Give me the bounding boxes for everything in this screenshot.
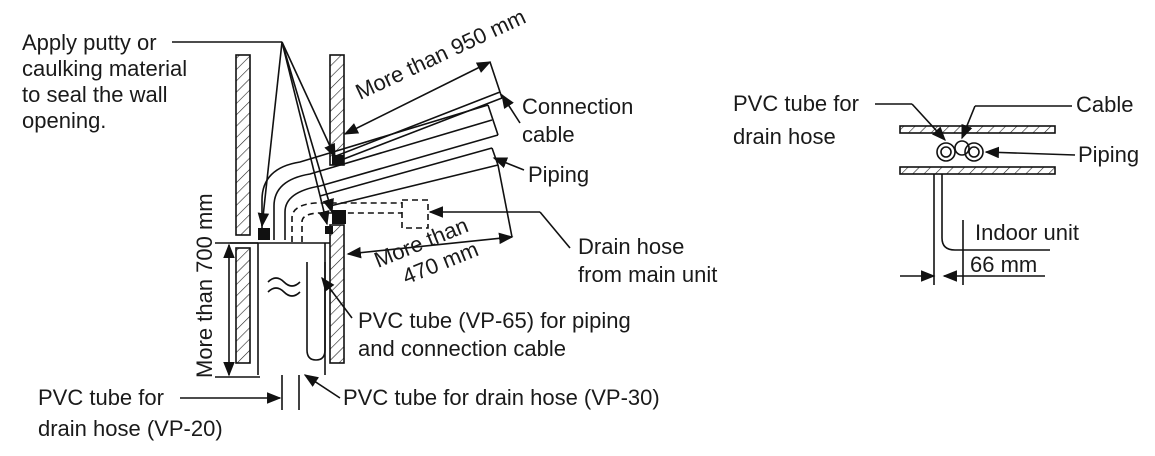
right-diagram bbox=[875, 103, 1076, 285]
pvc-tube-vp65 bbox=[230, 242, 330, 375]
indoor-unit-label: Indoor unit bbox=[975, 220, 1079, 245]
dim-700-label: More than 700 mm bbox=[192, 193, 217, 378]
pvc-vp20-label: PVC tube for drain hose (VP-20) bbox=[38, 385, 223, 441]
tube-cross-section bbox=[936, 140, 984, 162]
label-leaders bbox=[180, 93, 571, 404]
putty-blocks bbox=[258, 155, 346, 240]
dim-470 bbox=[346, 164, 514, 259]
indoor-unit bbox=[933, 174, 1050, 285]
pvc-vp65-label: PVC tube (VP-65) for piping and connecti… bbox=[358, 308, 637, 361]
drain-hose-dashed bbox=[291, 199, 429, 242]
wall-top bbox=[899, 125, 1056, 134]
putty-label: Apply putty or caulking material to seal… bbox=[22, 30, 193, 133]
dim-470-label: More than 470 mm bbox=[371, 210, 488, 297]
pvc-vp30-label: PVC tube for drain hose (VP-30) bbox=[343, 385, 660, 410]
piping-label-right: Piping bbox=[1078, 142, 1139, 167]
piping-label: Piping bbox=[528, 162, 589, 187]
wall-left bbox=[235, 54, 251, 364]
wall-right bbox=[329, 54, 345, 364]
cable-label: Cable bbox=[1076, 92, 1133, 117]
putty-leaders bbox=[172, 41, 336, 228]
dim-950-label: More than 950 mm bbox=[352, 4, 530, 105]
left-diagram bbox=[172, 41, 571, 410]
dim-66-label: 66 mm bbox=[970, 252, 1037, 277]
dim-950 bbox=[343, 61, 501, 135]
wall-bottom bbox=[899, 166, 1056, 175]
dim-700 bbox=[215, 242, 260, 378]
dim-66 bbox=[900, 220, 1045, 285]
pvc-drain-label: PVC tube for drain hose bbox=[733, 91, 865, 149]
connection-cable-label: Connection cable bbox=[522, 94, 639, 147]
drain-hose-main-label: Drain hose from main unit bbox=[578, 234, 717, 287]
drain-tube-bottom bbox=[281, 375, 300, 410]
